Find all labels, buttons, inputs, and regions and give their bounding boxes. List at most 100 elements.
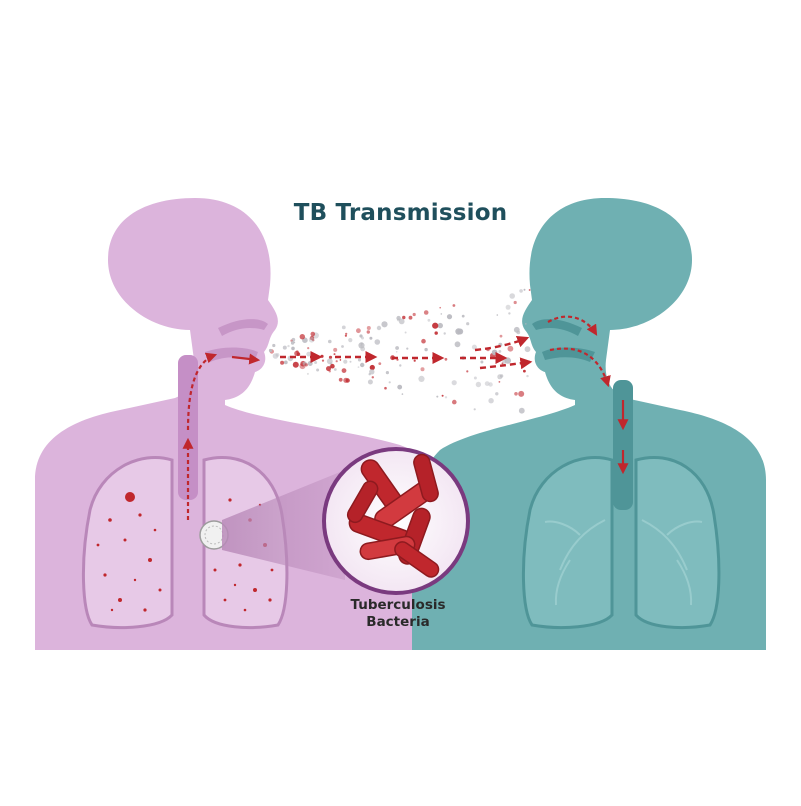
droplet [455,328,462,335]
droplet [524,346,531,353]
droplet [290,339,293,342]
droplet [369,369,375,375]
droplet [309,335,315,341]
droplet [406,347,409,350]
droplet [368,373,371,376]
droplet [339,359,342,361]
droplet [399,364,402,367]
droplet [299,334,305,340]
droplet [272,343,276,348]
droplet [330,363,335,369]
droplet [505,304,511,310]
droplet [496,314,499,316]
droplet [526,374,529,378]
droplet [412,312,416,317]
droplet [357,358,362,362]
droplet [360,362,365,368]
droplet-spray [268,288,531,414]
droplet [495,392,499,396]
droplet [316,368,320,372]
droplet [498,350,502,353]
droplet [434,331,438,335]
droplet [402,315,406,320]
droplet [408,315,413,320]
droplet [491,349,498,356]
droplet [451,380,457,386]
droplet [523,288,526,291]
droplet [304,363,308,367]
droplet [466,322,470,326]
droplet [488,398,494,404]
droplet [475,381,482,388]
droplet [439,306,442,309]
droplet [321,359,325,362]
droplet [272,353,279,359]
droplet [423,310,429,315]
droplet [466,370,469,373]
droplet [461,314,465,318]
droplet [507,345,514,352]
droplet [444,396,448,399]
droplet [290,341,295,345]
caption-line-2: Bacteria [366,614,430,630]
droplet [498,381,501,383]
caption-line-1: Tuberculosis [350,597,446,613]
droplet [367,379,373,385]
droplet [349,360,352,363]
droplet [388,381,391,384]
droplet [338,377,343,382]
droplet [291,337,296,342]
droplet [357,366,360,368]
droplet [395,351,398,353]
droplet [326,358,333,365]
droplet [514,392,518,396]
droplet [306,372,309,375]
droplet [275,353,280,357]
droplet [518,407,525,414]
droplet [343,359,348,364]
droplet [502,359,507,364]
droplet [452,304,456,307]
droplet [294,350,300,356]
droplet [398,318,405,325]
bacteria-callout [322,447,470,595]
droplet [308,337,315,343]
droplet [524,323,527,325]
droplet [488,382,493,387]
droplet [287,344,290,348]
droplet [341,368,347,373]
droplet [360,346,366,352]
droplet [320,354,324,358]
droplet [378,362,382,365]
droplet [376,325,382,331]
droplet [333,368,337,371]
droplet [499,334,503,338]
droplet [310,331,316,337]
droplet [401,393,404,395]
droplet [356,328,361,334]
droplet [513,326,520,333]
bronchial-tree [544,519,703,606]
droplet [369,336,373,340]
droplet [328,339,332,344]
callout-beam [222,470,345,580]
droplet [420,367,425,372]
droplet [333,353,336,356]
droplet [291,346,295,351]
droplet [480,360,484,364]
droplet [404,331,407,334]
droplet [513,300,517,305]
healthy-person-silhouette [412,198,766,650]
droplet [396,315,401,321]
droplet [473,376,477,380]
bacteria-rods [346,453,440,578]
droplet [509,293,515,299]
droplet [454,341,461,348]
droplet [374,339,381,345]
bacteria-caption: Tuberculosis Bacteria [338,597,458,631]
droplet [518,390,525,397]
droplet [385,371,389,375]
droplet [343,377,349,383]
droplet [508,312,511,315]
